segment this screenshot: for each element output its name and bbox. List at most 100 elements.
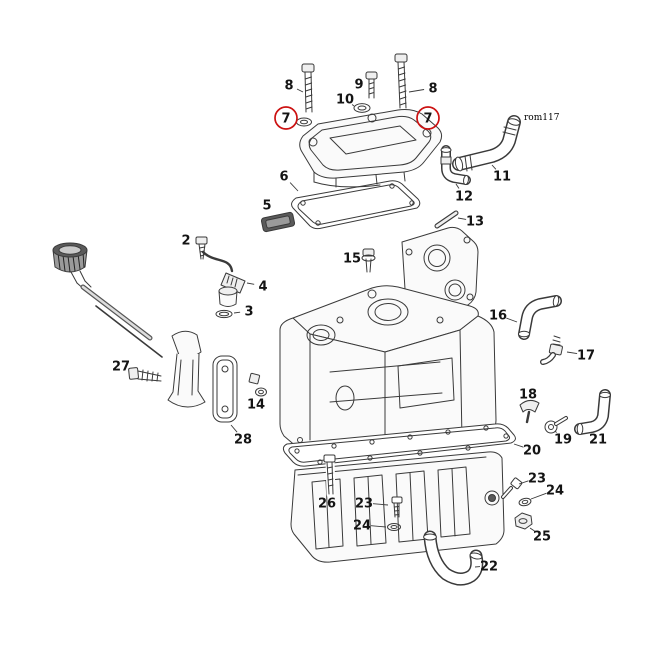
callout-23: 23: [518, 472, 546, 487]
callout-4: 4: [246, 280, 268, 295]
callout-number: 10: [336, 93, 354, 108]
callout-5: 5: [262, 199, 271, 214]
leader-line: [351, 104, 355, 107]
diagram-artwork: [52, 53, 611, 586]
leader-line: [529, 527, 535, 532]
bolt-26: [323, 454, 336, 499]
callout-number: 7: [423, 112, 432, 127]
leader-line: [230, 424, 238, 433]
callout-number: 16: [489, 309, 507, 324]
washer-14: [248, 372, 267, 397]
hose-16: [517, 295, 562, 340]
leader-line: [566, 351, 578, 355]
fitting-19: [544, 416, 568, 434]
gasket-rocker-6: [291, 180, 421, 230]
callouts-layer: 8 9 8 10 7 7 6 11 12 5 13 2 15 43 16 17 27 18 14 19 21 28 20 23…: [112, 78, 607, 575]
bolt-27: [128, 367, 162, 382]
fitting-17: [540, 335, 563, 365]
elbow-12: [440, 145, 471, 186]
callout-number: 28: [234, 433, 252, 448]
o-ring-3: [215, 309, 233, 319]
washer-24-right: [518, 497, 532, 507]
callout-16: 16: [489, 309, 518, 324]
callout-8: 8: [284, 79, 304, 94]
callout-24: 24: [530, 484, 564, 500]
callout-number: 4: [258, 280, 267, 295]
callout-number: 26: [318, 497, 336, 512]
callout-20: 20: [513, 444, 541, 459]
callout-24: 24: [353, 519, 387, 534]
callout-6: 6: [279, 170, 299, 192]
callout-23: 23: [355, 497, 389, 512]
callout-number: 14: [247, 398, 265, 413]
highlight-circle: [416, 106, 440, 130]
hose-22: [423, 530, 484, 586]
washer-7-left: [296, 117, 312, 127]
callout-3: 3: [233, 305, 254, 320]
leader-line: [246, 282, 255, 285]
callout-number: 24: [353, 519, 371, 534]
bolt-23-center: [391, 496, 403, 518]
valve-18: [519, 399, 540, 424]
callout-number: 7: [281, 112, 290, 127]
leader-line: [457, 217, 467, 220]
leader-line: [518, 480, 529, 485]
callout-number: 2: [181, 234, 190, 249]
callout-28: 28: [230, 424, 252, 448]
sensor-cable-4: [201, 250, 246, 307]
bolt-9: [365, 71, 378, 99]
callout-number: 11: [493, 170, 511, 185]
callout-21: 21: [589, 433, 607, 448]
callout-22: 22: [474, 560, 498, 575]
leader-line: [506, 317, 518, 323]
callout-number: 20: [523, 444, 541, 459]
callout-25: 25: [529, 527, 551, 545]
callout-number: 23: [355, 497, 373, 512]
callout-17: 17: [566, 349, 595, 364]
bolt-15: [361, 248, 376, 273]
pin-13: [434, 210, 459, 229]
callout-number: 15: [343, 252, 361, 267]
leader-line: [370, 525, 387, 528]
callout-number: 3: [244, 305, 253, 320]
callout-number: 25: [533, 530, 551, 545]
leader-line: [530, 492, 547, 500]
gasket-28: [212, 355, 238, 423]
callout-11: 11: [491, 164, 511, 185]
pad-5: [260, 211, 296, 233]
callout-number: 6: [279, 170, 288, 185]
callout-7: 7: [416, 106, 440, 130]
bolt-23-right: [501, 477, 523, 499]
callout-number: 8: [284, 79, 293, 94]
hose-21: [574, 389, 611, 436]
callout-14: 14: [247, 398, 265, 413]
hose-11: [452, 115, 521, 172]
clamp-bracket: [167, 330, 206, 408]
dipstick: [52, 242, 163, 358]
callout-26: 26: [318, 497, 336, 512]
callout-number: 9: [354, 78, 363, 93]
callout-number: 21: [589, 433, 607, 448]
leader-line: [289, 182, 299, 192]
callout-number: 18: [519, 388, 537, 403]
callout-number: 12: [455, 190, 473, 205]
callout-19: 19: [554, 430, 572, 448]
callout-number: 22: [480, 560, 498, 575]
callout-number: 5: [262, 199, 271, 214]
callout-number: 8: [428, 82, 437, 97]
leader-line: [491, 164, 497, 170]
leader-line: [408, 89, 425, 93]
leader-line: [233, 311, 241, 314]
callout-number: 27: [112, 360, 130, 375]
bolt-8-left: [301, 63, 315, 113]
leader-line: [372, 503, 389, 506]
grommet-10: [353, 103, 371, 113]
pan-gasket-20: [282, 423, 516, 467]
callout-27: 27: [112, 360, 130, 375]
callout-18: 18: [519, 388, 537, 403]
callout-7: 7: [274, 106, 298, 130]
diagram-code: rom117: [524, 113, 560, 123]
callout-10: 10: [336, 93, 355, 108]
callout-13: 13: [457, 215, 484, 230]
